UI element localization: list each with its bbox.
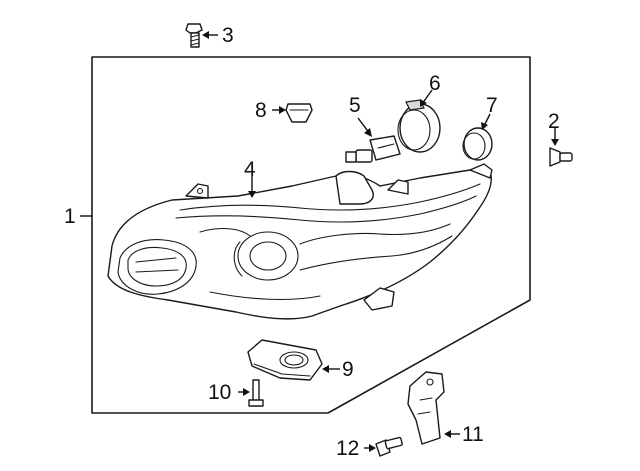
callout-11: 11 bbox=[462, 423, 484, 446]
callout-4: 4 bbox=[244, 158, 256, 181]
callout-1: 1 bbox=[64, 205, 76, 228]
callout-6: 6 bbox=[429, 72, 441, 95]
grommet-nut bbox=[285, 103, 313, 123]
ballast-module bbox=[247, 339, 323, 381]
bulb bbox=[345, 135, 401, 163]
callout-2: 2 bbox=[548, 110, 560, 133]
callout-9: 9 bbox=[342, 358, 354, 381]
bracket-bolt bbox=[375, 436, 403, 457]
callout-7: 7 bbox=[486, 94, 498, 117]
assembly-outline bbox=[91, 56, 531, 414]
bulb-cap-small bbox=[462, 127, 493, 161]
side-screw bbox=[549, 147, 573, 167]
top-bolt bbox=[185, 23, 203, 48]
callout-12: 12 bbox=[336, 437, 359, 460]
callout-8: 8 bbox=[255, 99, 267, 122]
mounting-bracket bbox=[407, 371, 445, 445]
bulb-cap-large bbox=[397, 99, 441, 153]
callout-10: 10 bbox=[208, 381, 231, 404]
callout-5: 5 bbox=[349, 94, 361, 117]
callout-3: 3 bbox=[222, 24, 234, 47]
ballast-screw bbox=[248, 379, 264, 407]
headlamp-housing bbox=[107, 163, 493, 320]
